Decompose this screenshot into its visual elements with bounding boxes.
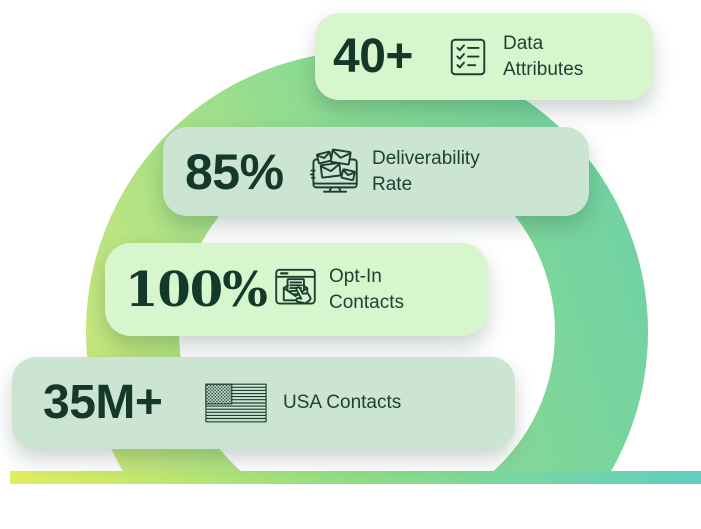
opt-in-browser-icon <box>272 265 319 314</box>
stat-card-usa-contacts: 35M+ USA Contacts <box>12 357 515 449</box>
stat-label-deliverability-rate: Deliverability Rate <box>372 148 480 195</box>
stat-value-data-attributes: 40+ <box>333 29 413 83</box>
bottom-gradient-bar <box>10 471 701 484</box>
stat-label-data-attributes: Data Attributes <box>503 33 584 80</box>
stat-label-opt-in-contacts: Opt-In Contacts <box>329 266 404 313</box>
stat-card-data-attributes: 40+ Data Attributes <box>315 13 653 100</box>
stat-value-deliverability-rate: 85% <box>185 143 284 200</box>
stat-card-deliverability-rate: 85% <box>163 127 589 216</box>
stat-value-usa-contacts: 35M+ <box>43 376 163 429</box>
stat-value-opt-in-contacts: 100% <box>125 261 268 318</box>
stat-label-usa-contacts: USA Contacts <box>283 392 402 414</box>
usa-flag-icon <box>205 383 267 423</box>
mail-monitor-icon <box>310 147 364 197</box>
checklist-icon <box>445 34 491 80</box>
stat-card-opt-in-contacts: 100% Opt-In Contacts <box>105 243 488 336</box>
